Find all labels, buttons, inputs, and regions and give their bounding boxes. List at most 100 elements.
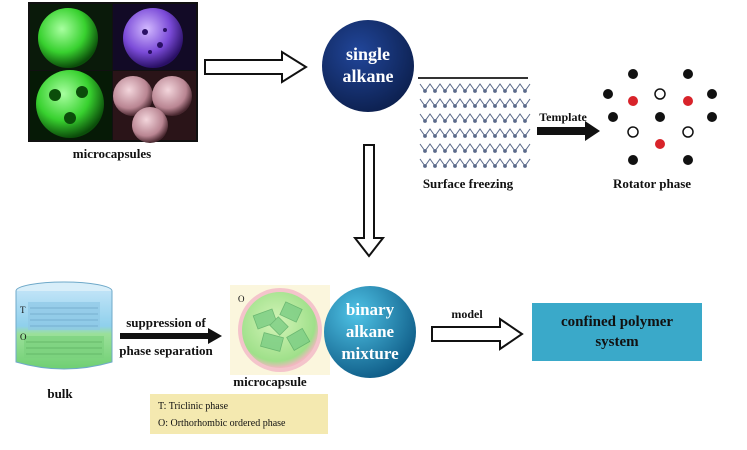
chain-atom [523, 149, 527, 153]
chain-atom [503, 134, 507, 138]
chain-atom [473, 89, 477, 93]
chain-atom [493, 104, 497, 108]
chain-atom [523, 89, 527, 93]
lattice-dot-black [707, 112, 717, 122]
confined-polymer-box [532, 303, 702, 361]
chain-atom [433, 134, 437, 138]
lattice-dot-black [655, 112, 665, 122]
chain-atom [473, 149, 477, 153]
chain-atom [473, 104, 477, 108]
suppression-arrow [120, 328, 222, 344]
chain-atom [423, 164, 427, 168]
chain-atom [513, 119, 517, 123]
phase-legend-box [150, 394, 328, 434]
chain-atom [513, 164, 517, 168]
chain-atom [443, 134, 447, 138]
chain-atom [503, 89, 507, 93]
chain-atom [523, 134, 527, 138]
chain-atom [423, 119, 427, 123]
bulk-O-marker: O [20, 332, 27, 342]
chain-atom [503, 164, 507, 168]
chain-atom [493, 89, 497, 93]
lattice-dot-open [627, 126, 639, 138]
chain-atom [513, 134, 517, 138]
chain-atom [483, 134, 487, 138]
surface-freezing-label: Surface freezing [423, 176, 514, 191]
chain-atom [423, 149, 427, 153]
chain-atom [463, 104, 467, 108]
rotator-phase-lattice [603, 69, 717, 165]
chain-atom [503, 149, 507, 153]
lattice-dot-open [654, 88, 666, 100]
suppression-line1: suppression of [126, 315, 206, 330]
chain-atom [513, 149, 517, 153]
chain-atom [453, 149, 457, 153]
chain-atom [423, 104, 427, 108]
chain-atom [453, 89, 457, 93]
lattice-dot-black [628, 69, 638, 79]
chain-atom [443, 104, 447, 108]
chain-atom [503, 104, 507, 108]
microcapsules-image [28, 2, 198, 143]
lattice-dot-red [628, 96, 638, 106]
suppression-line2: phase separation [119, 343, 213, 358]
microcapsules-label: microcapsules [73, 146, 151, 161]
microcapsule-image [230, 285, 330, 375]
chain-atom [433, 119, 437, 123]
chain-atom [513, 104, 517, 108]
chain-atom [513, 89, 517, 93]
chain-atom [433, 164, 437, 168]
chain-atom [433, 104, 437, 108]
lattice-dot-black [608, 112, 618, 122]
chain-atom [523, 104, 527, 108]
single-alkane-circle [322, 20, 414, 112]
chain-atom [433, 149, 437, 153]
model-arrow [431, 317, 524, 351]
chain-atom [453, 104, 457, 108]
template-arrow [537, 121, 600, 141]
chain-atom [463, 89, 467, 93]
chain-atom [453, 134, 457, 138]
model-label: model [451, 307, 483, 321]
arrow-down-to-binary [352, 144, 386, 258]
binary-alkane-circle [324, 286, 416, 378]
binary-line1: binary [346, 300, 395, 319]
chain-atom [433, 89, 437, 93]
bulk-T-marker: T [20, 305, 26, 315]
chain-atom [453, 119, 457, 123]
chain-atom [523, 119, 527, 123]
chain-atom [503, 119, 507, 123]
chain-atom [443, 89, 447, 93]
chain-atom [423, 134, 427, 138]
rotator-phase-label: Rotator phase [613, 176, 691, 191]
bulk-label: bulk [47, 386, 73, 401]
chain-atom [483, 164, 487, 168]
lattice-dot-open [682, 126, 694, 138]
chain-atom [483, 149, 487, 153]
arrow-to-single-alkane [204, 50, 308, 84]
lattice-dot-black [707, 89, 717, 99]
chain-atom [483, 119, 487, 123]
template-label: Template [539, 110, 587, 124]
chain-atom [473, 119, 477, 123]
chain-atom [523, 164, 527, 168]
surface-freezing-schematic [418, 77, 531, 168]
lattice-dot-black [603, 89, 613, 99]
chain-atom [483, 104, 487, 108]
legend-line2: O: Orthorhombic ordered phase [158, 418, 286, 429]
chain-atom [473, 164, 477, 168]
chain-atom [443, 164, 447, 168]
binary-line2: alkane [346, 322, 395, 341]
chain-atom [443, 119, 447, 123]
lattice-dot-red [683, 96, 693, 106]
lattice-dot-black [628, 155, 638, 165]
confined-line2: system [595, 334, 639, 350]
chain-atom [463, 119, 467, 123]
lattice-dot-black [683, 69, 693, 79]
single-alkane-line2: alkane [342, 66, 393, 86]
bulk-beaker [15, 281, 113, 370]
chain-atom [463, 134, 467, 138]
microcapsule-label: microcapsule [233, 374, 307, 389]
chain-atom [453, 164, 457, 168]
confined-line1: confined polymer [561, 314, 673, 330]
